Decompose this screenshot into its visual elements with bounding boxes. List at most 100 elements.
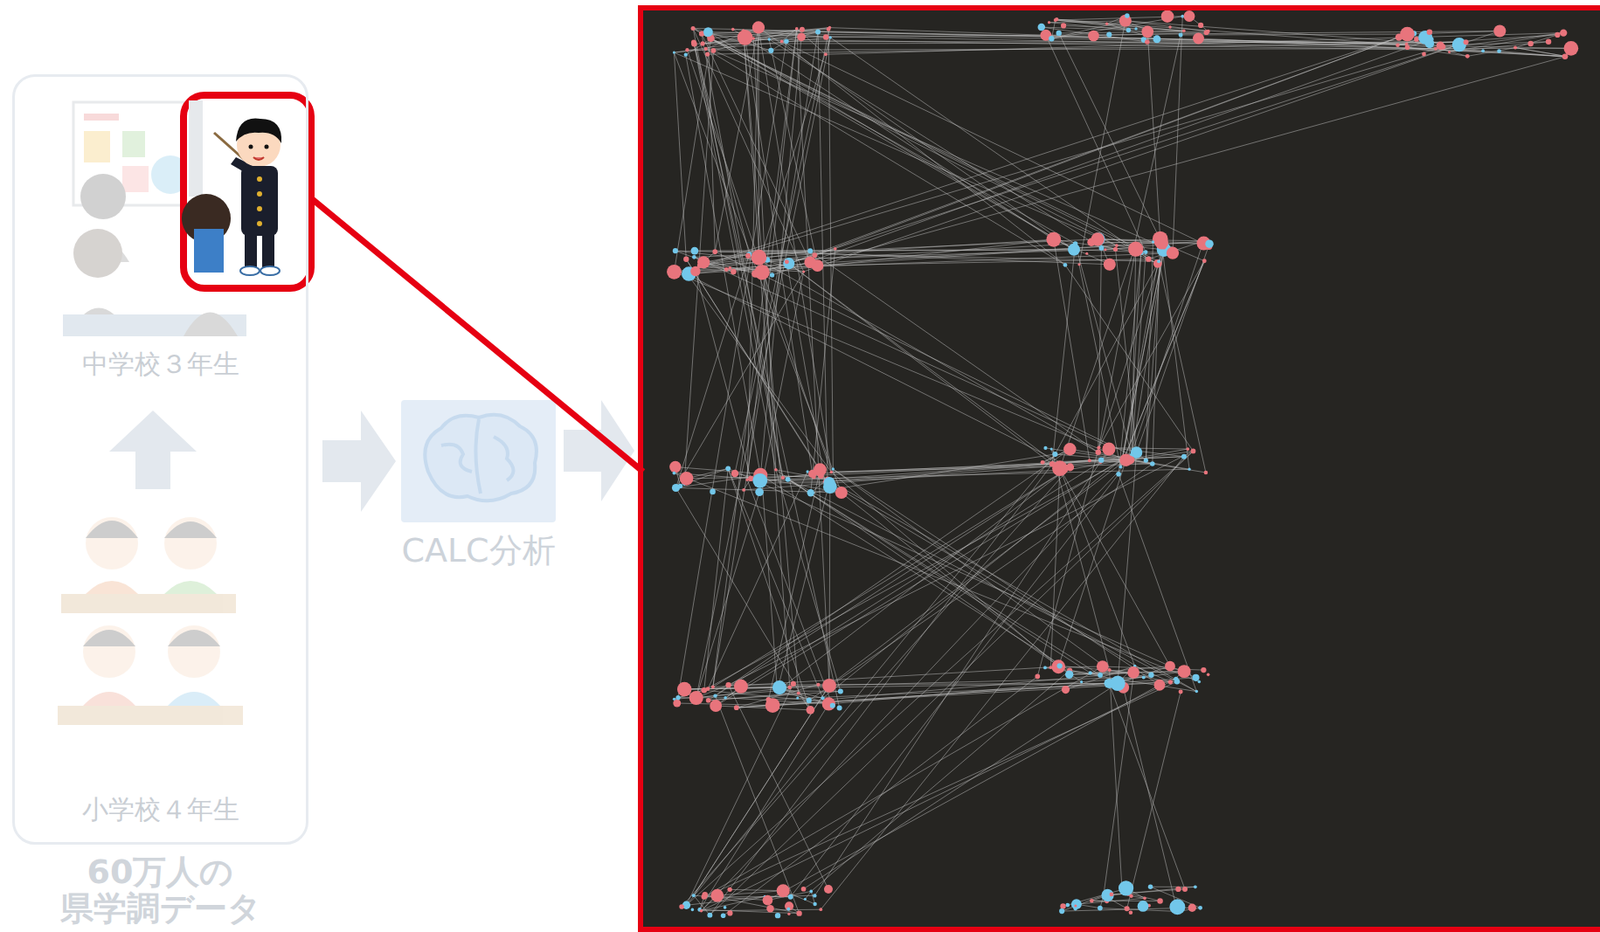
network-point <box>787 685 792 691</box>
data-caption: 60万人の 県学調データ <box>42 854 279 929</box>
network-link <box>692 27 1074 250</box>
network-link <box>1058 460 1126 668</box>
network-link <box>677 41 787 704</box>
network-link <box>675 250 1159 262</box>
network-link <box>1145 242 1153 461</box>
network-point <box>1154 679 1166 692</box>
network-point <box>809 890 813 894</box>
network-link <box>809 464 1153 701</box>
network-link <box>696 37 832 699</box>
network-point <box>1148 885 1153 890</box>
network-point <box>1205 239 1213 248</box>
network-point <box>1198 906 1203 911</box>
network-link <box>707 471 808 690</box>
network-point <box>691 39 697 45</box>
network-link <box>831 464 1152 472</box>
data-panel: 中学校３年生小学校４年生60万人の 県学調データ <box>12 74 309 846</box>
network-link <box>788 479 1101 676</box>
network-link <box>768 39 818 266</box>
network-point <box>1202 258 1207 264</box>
network-point <box>1118 880 1134 896</box>
network-point <box>1124 13 1130 18</box>
network-point <box>1175 886 1181 893</box>
network-point <box>699 909 704 914</box>
network-point <box>1142 897 1147 901</box>
network-link <box>747 479 833 706</box>
network-point <box>1105 22 1109 26</box>
network-link <box>673 52 1116 246</box>
network-point <box>691 908 695 913</box>
network-point <box>704 47 708 51</box>
network-point <box>768 48 774 54</box>
network-point <box>1421 52 1427 57</box>
network-point <box>1554 32 1560 38</box>
network-link <box>810 249 1074 251</box>
network-point <box>820 696 825 700</box>
network-point <box>1056 30 1062 36</box>
network-link <box>788 469 1190 480</box>
network-point <box>709 699 722 713</box>
network-link <box>693 685 830 896</box>
network-link <box>808 259 1150 267</box>
network-point <box>1129 910 1134 915</box>
network-point <box>713 693 717 698</box>
network-point <box>1187 468 1191 471</box>
network-point <box>1170 901 1180 912</box>
network-point <box>741 28 745 32</box>
network-link <box>1118 252 1142 475</box>
network-point <box>1073 904 1077 908</box>
network-link <box>817 31 828 479</box>
network-link <box>1091 900 1160 902</box>
network-point <box>796 33 806 42</box>
network-point <box>1192 33 1205 45</box>
network-point <box>727 266 732 271</box>
network-point <box>1527 41 1533 47</box>
network-point <box>1134 27 1137 30</box>
network-point <box>1103 248 1107 251</box>
network-link <box>803 683 1118 889</box>
network-link <box>832 469 1109 671</box>
network-link <box>708 449 1071 700</box>
network-point <box>828 26 832 30</box>
network-link <box>685 684 793 906</box>
network-point <box>701 894 707 901</box>
network-link <box>701 34 1436 49</box>
network-link <box>713 28 797 688</box>
network-point <box>1057 663 1063 669</box>
network-point <box>788 894 794 901</box>
network-link <box>695 270 751 478</box>
network-point <box>1184 10 1196 22</box>
network-point <box>752 36 755 40</box>
network-link <box>743 460 1130 491</box>
network-point <box>1043 446 1047 451</box>
network-point <box>1098 457 1104 463</box>
network-link <box>692 27 783 478</box>
network-point <box>1126 27 1131 33</box>
block-arrow <box>322 410 396 513</box>
network-point <box>1142 675 1146 679</box>
network-point <box>1563 41 1579 56</box>
network-point <box>1040 460 1046 465</box>
network-link <box>701 34 783 478</box>
network-point <box>711 685 715 690</box>
network-link <box>1059 468 1136 666</box>
network-point <box>745 253 751 259</box>
network-point <box>1545 39 1552 45</box>
network-point <box>692 893 696 898</box>
network-point <box>780 40 784 44</box>
network-link <box>803 41 1467 272</box>
network-point <box>1087 30 1100 42</box>
network-link <box>1050 468 1060 668</box>
network-point <box>796 692 801 696</box>
network-point <box>1110 446 1115 451</box>
network-point <box>1182 886 1188 893</box>
network-point <box>745 478 749 482</box>
network-link <box>832 469 1160 686</box>
network-link <box>831 464 1053 472</box>
network-point <box>824 885 833 894</box>
network-point <box>1106 31 1112 37</box>
network-point <box>1065 670 1074 679</box>
network-link <box>700 452 1136 912</box>
pupils-illustration <box>57 517 243 726</box>
